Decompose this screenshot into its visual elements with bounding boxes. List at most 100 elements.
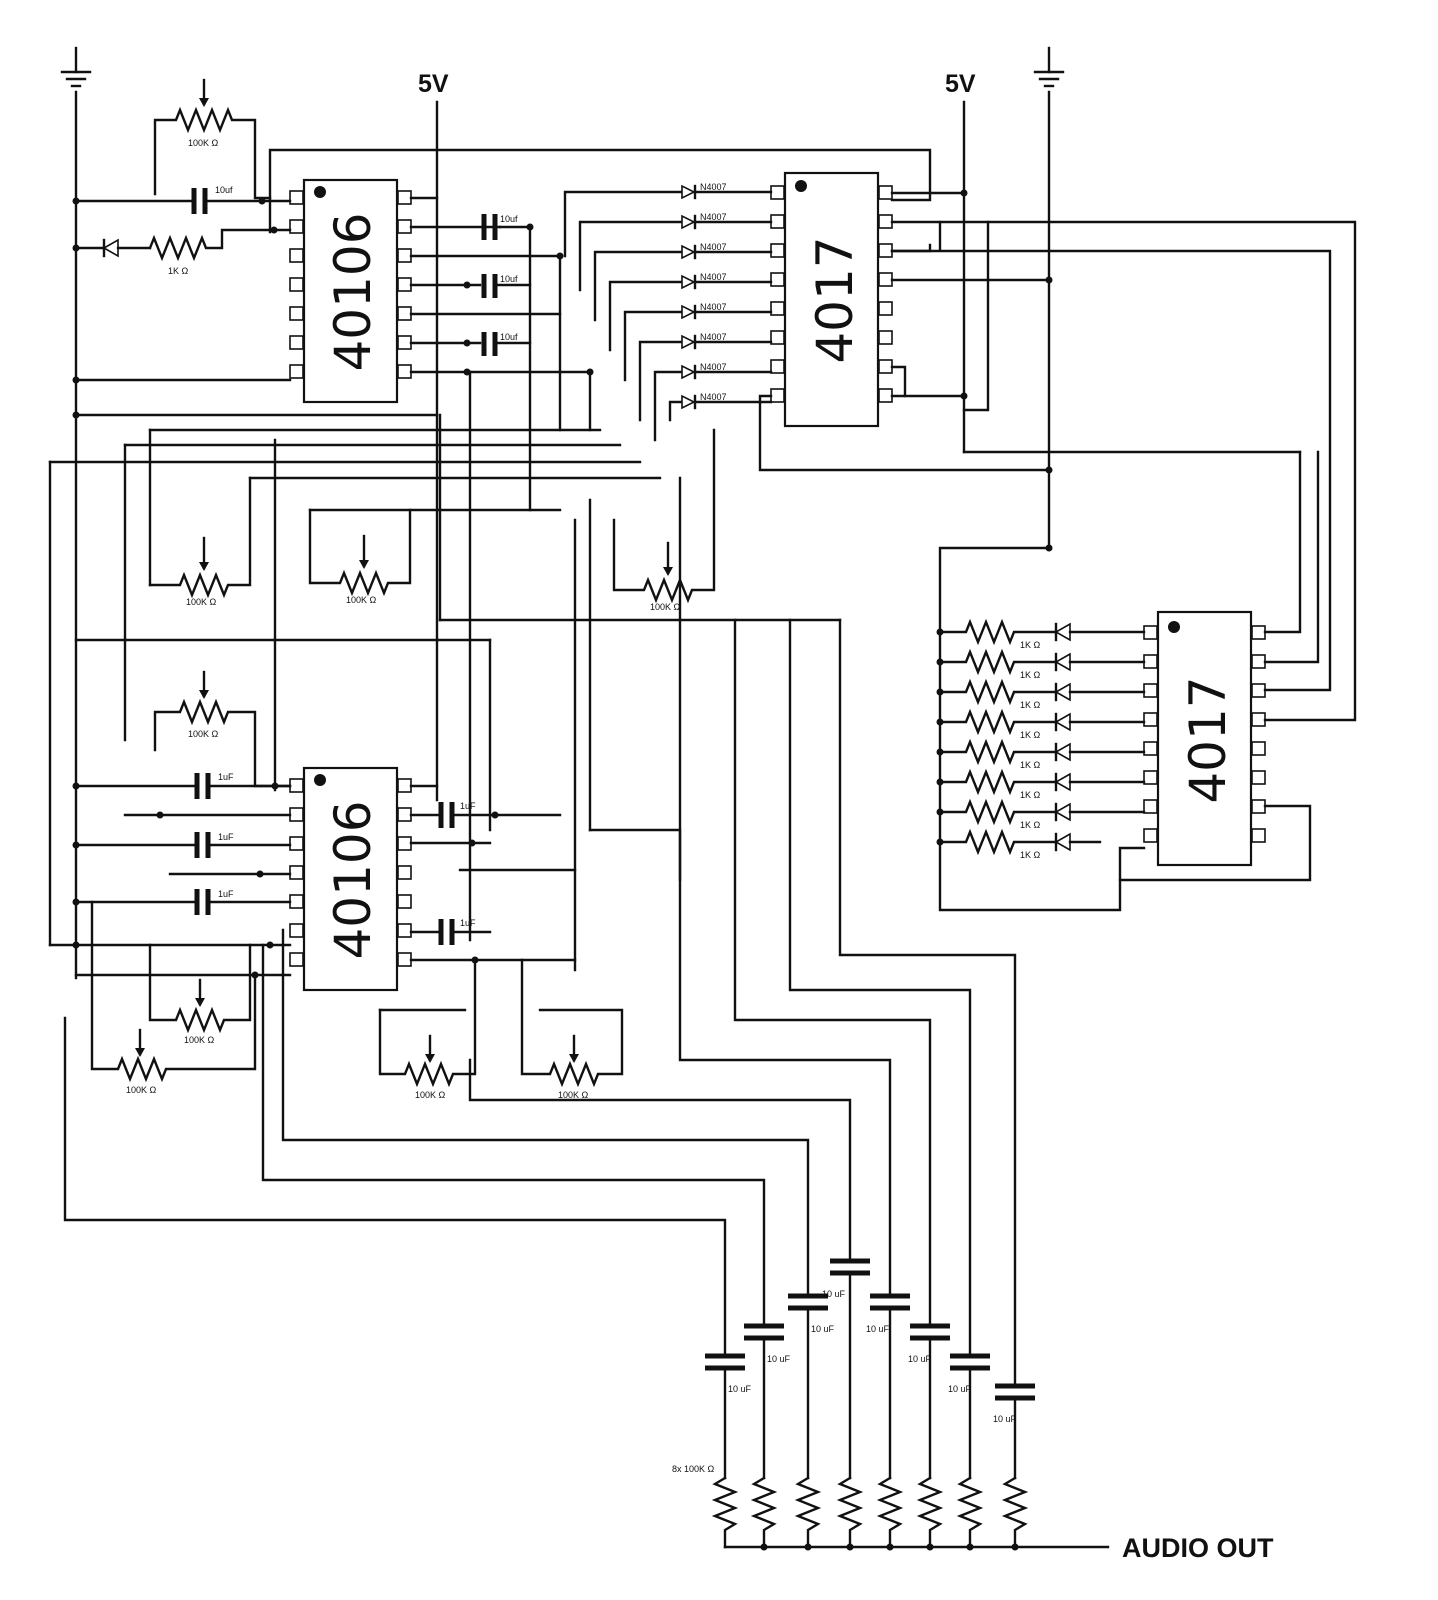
cap-label: 10 uF (822, 1289, 846, 1299)
ic-4017-right: 4017 (1143, 610, 1266, 867)
top-oscillator: 100K Ω 10uf 1K Ω (72, 78, 439, 419)
led-row-2: 1K Ω (936, 648, 1146, 680)
diode-6: N4007 (681, 332, 773, 350)
diode-8: N4007 (681, 392, 773, 410)
pot-middle-left: 100K Ω (148, 476, 252, 607)
pot-label: 100K Ω (650, 602, 681, 612)
pot-bottom-2: 100K Ω (90, 900, 257, 1095)
res-label: 1K Ω (1020, 820, 1041, 830)
power-label-5v-left: 5V (418, 70, 449, 98)
diode-label: N4007 (700, 242, 727, 252)
ic-40106-bottom-label: 40106 (324, 800, 382, 959)
res-label: 1K Ω (1020, 700, 1041, 710)
ic-40106-top: 40106 (289, 178, 412, 404)
cap-label: 10uf (500, 214, 518, 224)
output-cap-2: 10 uF (744, 1323, 791, 1480)
pot-bottom-1: 100K Ω (148, 943, 252, 1045)
diode-2: N4007 (681, 212, 773, 230)
audio-out-label: AUDIO OUT (1122, 1533, 1274, 1563)
diode-5: N4007 (681, 302, 773, 320)
middle-bus-wiring (48, 370, 842, 972)
bottom-oscillator: 100K Ω 1uF 1uF 1uF 1uF (48, 670, 577, 979)
led-row-5: 1K Ω (936, 738, 1146, 770)
summing-resistors (711, 1476, 1110, 1551)
output-capacitors: 10 uF 10 uF 10 uF 10 uF 10 uF (705, 1258, 1035, 1480)
output-cap-4: 10 uF (822, 1258, 870, 1480)
ground-symbol-right (1033, 46, 1065, 88)
pot-label: 100K Ω (186, 597, 217, 607)
diode-label: N4007 (700, 212, 727, 222)
cap-label: 1uF (218, 832, 234, 842)
diode-label: N4007 (700, 332, 727, 342)
diode-label: N4007 (700, 272, 727, 282)
diode-1: N4007 (681, 182, 773, 200)
output-cap-5: 10 uF (866, 1293, 910, 1480)
diode-label: N4007 (700, 392, 727, 402)
pot-label: 100K Ω (126, 1085, 157, 1095)
cap-label: 1uF (218, 772, 234, 782)
output-cap-3: 10 uF (788, 1293, 835, 1480)
ic-4017-top-label: 4017 (806, 236, 864, 363)
top-supply-wire (268, 148, 932, 234)
ic-4017-right-label: 4017 (1179, 676, 1237, 803)
ic-40106-top-pins (289, 190, 412, 379)
diode-label: N4007 (700, 182, 727, 192)
right-4017-supply (938, 450, 1320, 912)
led-row-6: 1K Ω (936, 768, 1146, 800)
led-row-4: 1K Ω (936, 708, 1146, 740)
output-cap-8: 10 uF (993, 1383, 1035, 1480)
ground-symbol-left (60, 46, 92, 88)
top-40106-right-wiring: 10uf 10uf 10uf (409, 196, 594, 512)
cap-label: 10uf (500, 274, 518, 284)
cap-label: 10 uF (993, 1414, 1017, 1424)
ic-40106-bottom-pins (289, 778, 412, 967)
ic-40106-top-label: 40106 (324, 212, 382, 371)
pot-label: 100K Ω (184, 1035, 215, 1045)
ic-4017-top: 4017 (770, 171, 893, 428)
res-label: 1K Ω (1020, 760, 1041, 770)
cap-label: 10uf (500, 332, 518, 342)
res-label: 1K Ω (1020, 790, 1041, 800)
res-label: 1K Ω (168, 266, 189, 276)
pot-middle-center: 100K Ω (308, 508, 412, 605)
cap-label: 10 uF (811, 1324, 835, 1334)
output-cap-6: 10 uF (908, 1323, 950, 1480)
cap-label: 10 uF (908, 1354, 932, 1364)
pot-label: 100K Ω (346, 595, 377, 605)
pot-bottom-3: 100K Ω (378, 958, 477, 1100)
cap-label: 10 uF (728, 1384, 752, 1394)
summing-resistors-label: 8x 100K Ω (672, 1464, 715, 1474)
diode-label: N4007 (700, 362, 727, 372)
led-row-1: 1K Ω (936, 618, 1146, 650)
cap-label: 1uF (460, 918, 476, 928)
pot-label: 100K Ω (188, 729, 219, 739)
res-label: 1K Ω (1020, 670, 1041, 680)
diode-label: N4007 (700, 302, 727, 312)
output-cap-1: 10 uF (705, 1353, 752, 1480)
pot-label: 100K Ω (188, 138, 219, 148)
cap-label: 10 uF (767, 1354, 791, 1364)
cap-label: 10 uF (948, 1384, 972, 1394)
cap-label: 10uf (215, 185, 233, 195)
output-cap-7: 10 uF (948, 1353, 990, 1480)
diode-3: N4007 (681, 242, 773, 260)
top-4017-right-wiring (758, 189, 1357, 722)
pot-middle-right: 100K Ω (612, 428, 716, 612)
pot-label: 100K Ω (415, 1090, 446, 1100)
led-row-3: 1K Ω (936, 678, 1146, 710)
led-row-8: 1K Ω (936, 828, 1102, 860)
diode-array: N4007 N4007 N4007 N4007 N4007 N4007 (563, 182, 773, 442)
res-label: 1K Ω (1020, 850, 1041, 860)
res-label: 1K Ω (1020, 640, 1041, 650)
led-row-7: 1K Ω (936, 798, 1146, 830)
cap-label: 10 uF (866, 1324, 890, 1334)
output-routing-wires (63, 476, 1017, 1387)
ic-40106-bottom: 40106 (289, 766, 412, 992)
res-label: 1K Ω (1020, 730, 1041, 740)
ic-4017-top-pins (770, 185, 893, 403)
diode-4: N4007 (681, 272, 773, 290)
led-array: 1K Ω 1K Ω 1K Ω 1K Ω 1K Ω (936, 618, 1146, 860)
cap-label: 1uF (460, 801, 476, 811)
power-label-5v-right: 5V (945, 70, 976, 98)
